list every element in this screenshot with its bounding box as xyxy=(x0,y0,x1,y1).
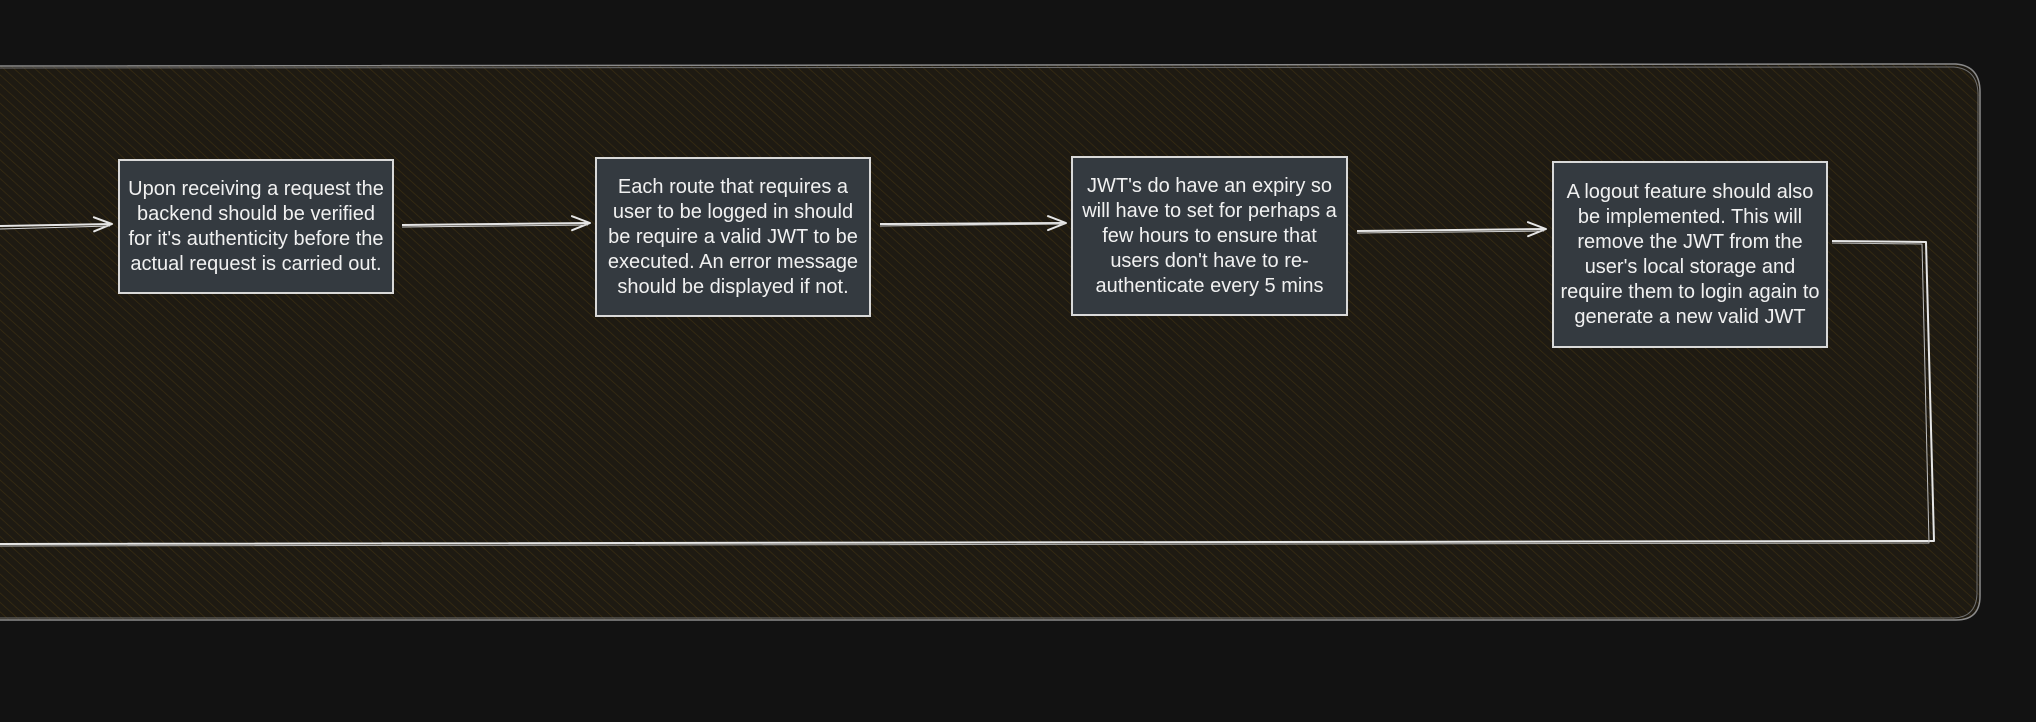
arrow-step3-to-step4 xyxy=(1356,221,1547,238)
container-frame xyxy=(0,63,1981,621)
return-loop-line xyxy=(0,240,1935,547)
step-text: Each route that requires a user to be lo… xyxy=(607,175,859,298)
incoming-arrow xyxy=(0,216,113,233)
step-text: Upon receiving a request the backend sho… xyxy=(128,177,384,275)
step-text: A logout feature should also be implemen… xyxy=(1560,180,1820,328)
step-box-route-protection[interactable]: Each route that requires a user to be lo… xyxy=(595,157,871,317)
step-box-jwt-expiry[interactable]: JWT's do have an expiry so will have to … xyxy=(1071,156,1348,316)
step-box-request-verification[interactable]: Upon receiving a request the backend sho… xyxy=(118,159,394,294)
arrow-step1-to-step2 xyxy=(401,215,591,232)
step-box-logout[interactable]: A logout feature should also be implemen… xyxy=(1552,161,1828,348)
step-text: JWT's do have an expiry so will have to … xyxy=(1082,174,1337,297)
arrow-step2-to-step3 xyxy=(879,215,1067,232)
